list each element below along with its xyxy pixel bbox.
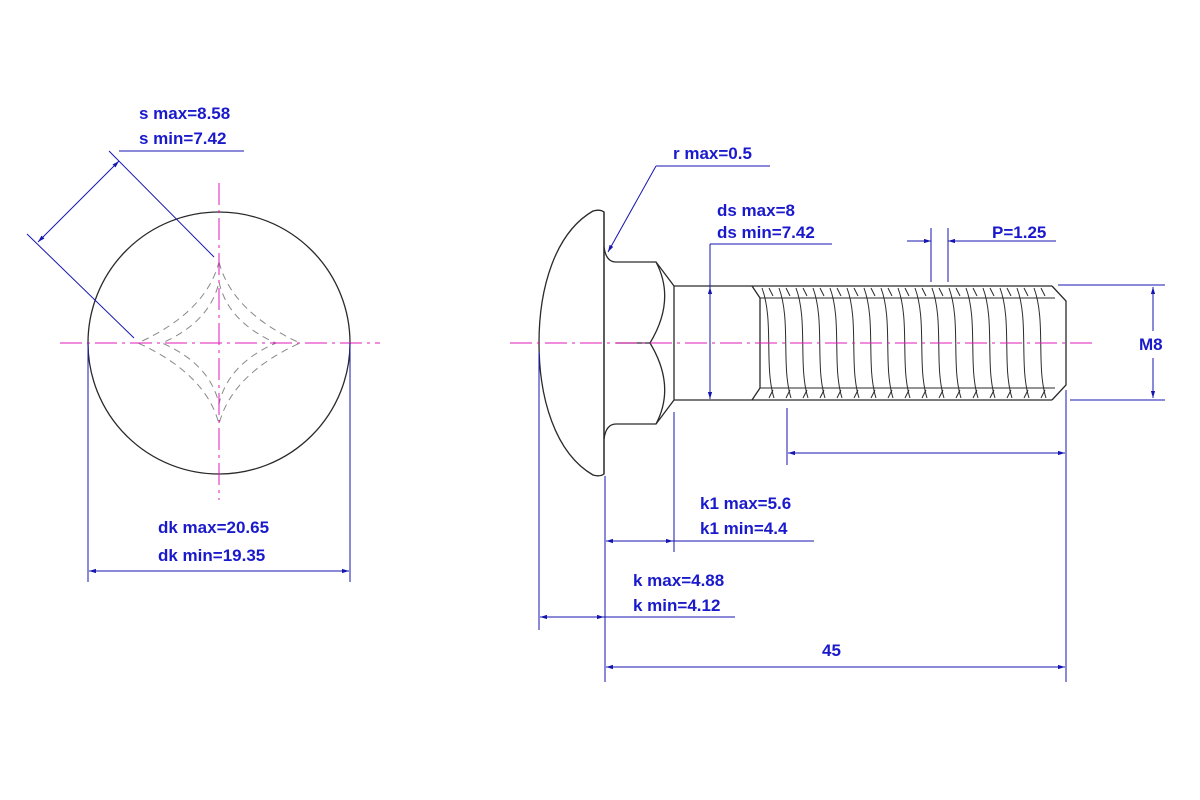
thread-size-label: M8	[1139, 335, 1163, 354]
ds-dimension	[707, 243, 832, 399]
square-neck	[616, 261, 675, 425]
thread-tooth	[1006, 287, 1012, 399]
k-max-label: k max=4.88	[633, 571, 724, 590]
thread-tooth	[785, 287, 791, 399]
thread-crest	[914, 287, 928, 399]
r-max-label: r max=0.5	[673, 144, 752, 163]
pitch-dimension	[907, 228, 1056, 282]
thread-tooth	[853, 287, 859, 399]
k1-min-label: k1 min=4.4	[700, 519, 788, 538]
thread-tooth	[802, 287, 808, 399]
dk-min-label: dk min=19.35	[158, 546, 265, 565]
s-dimension	[26, 150, 244, 339]
k1-max-label: k1 max=5.6	[700, 494, 791, 513]
m8-dimension	[1058, 284, 1165, 401]
thread-tooth	[921, 287, 927, 399]
thread-tooth	[904, 287, 910, 399]
thread-tooth	[768, 287, 774, 399]
thread-tooth	[1040, 287, 1046, 399]
s-max-label: s max=8.58	[139, 104, 230, 123]
ds-min-label: ds min=7.42	[717, 223, 815, 242]
thread-crest	[982, 287, 996, 399]
thread-tooth	[989, 287, 995, 399]
thread-tooth	[870, 287, 876, 399]
thread-tooth	[955, 287, 961, 399]
thread-tooth	[1023, 287, 1029, 399]
length-label: 45	[822, 641, 841, 660]
thread-tooth	[972, 287, 978, 399]
thread-tooth	[836, 287, 842, 399]
r-leader	[607, 165, 770, 253]
dk-dimension	[87, 343, 351, 582]
thread-tooth	[938, 287, 944, 399]
dk-max-label: dk max=20.65	[158, 518, 269, 537]
square-neck-hidden	[136, 260, 302, 426]
thread-tooth	[887, 287, 893, 399]
pitch-label: P=1.25	[992, 223, 1046, 242]
ds-max-label: ds max=8	[717, 201, 795, 220]
thread-crest	[948, 287, 962, 399]
k1-dimension	[604, 412, 814, 682]
thread-chamfer	[1051, 285, 1067, 401]
thread-crest	[1016, 287, 1030, 399]
thread-crest	[778, 287, 792, 399]
k-min-label: k min=4.12	[633, 596, 720, 615]
thread-tooth	[819, 287, 825, 399]
k-dimension	[538, 352, 735, 630]
thread-length-dimension	[786, 390, 1067, 682]
s-min-label: s min=7.42	[139, 129, 226, 148]
head-top-view	[60, 183, 380, 500]
